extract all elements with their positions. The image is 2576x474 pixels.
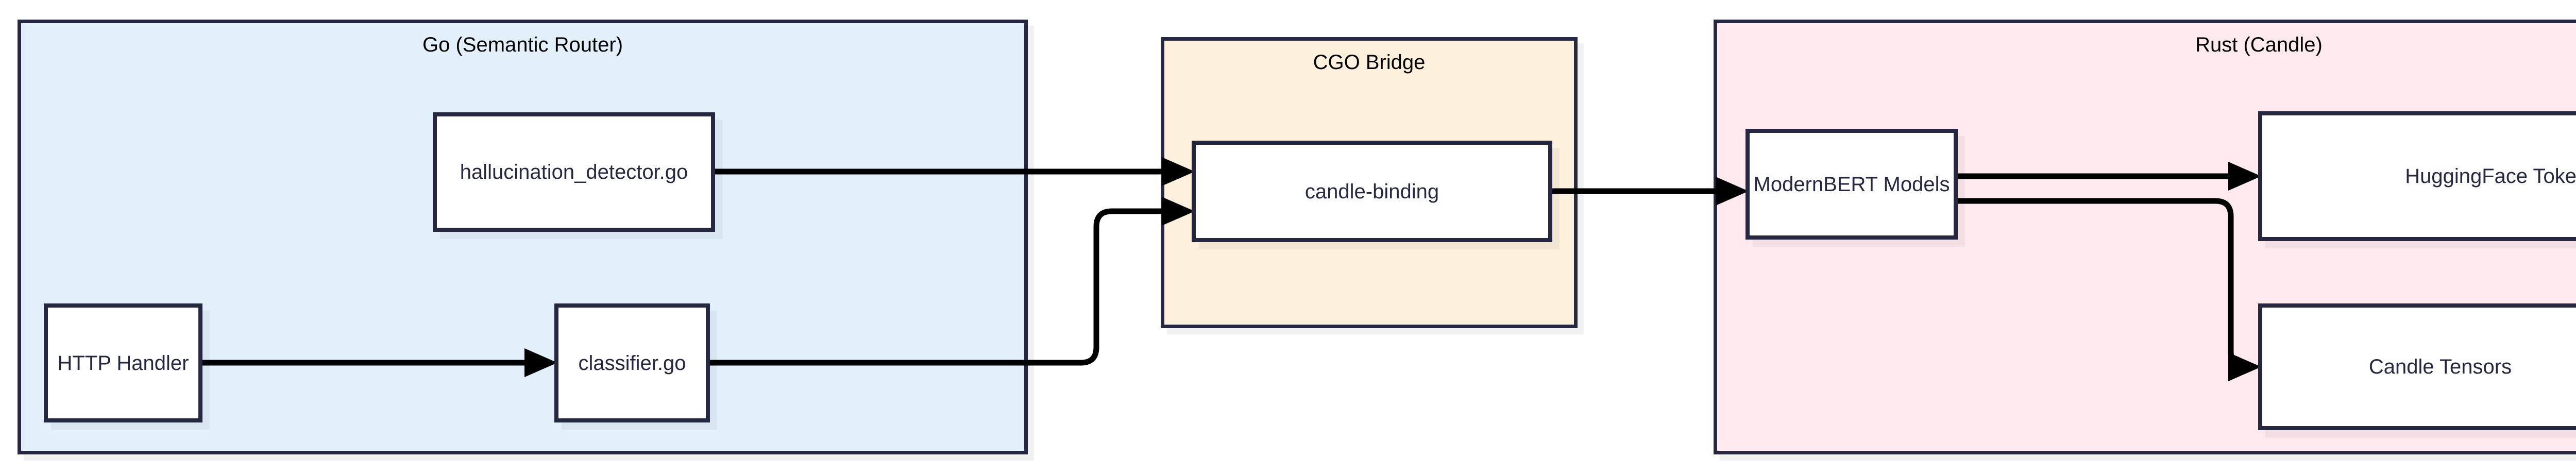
node-candle-tensors[interactable]: Candle Tensors: [2258, 303, 2576, 430]
node-modernbert-models[interactable]: ModernBERT Models: [1745, 129, 1958, 240]
edge-classifier-to-candle-binding: [710, 197, 1195, 366]
node-http-handler[interactable]: HTTP Handler: [44, 303, 202, 422]
edge-hallucination-to-candle-binding: [715, 157, 1195, 186]
node-classifier-go-label: classifier.go: [578, 351, 686, 375]
cluster-rust-title: Rust (Candle): [2195, 33, 2323, 56]
edge-modernbert-to-hf-tokenizers: [1958, 162, 2261, 191]
cluster-go-title: Go (Semantic Router): [422, 33, 623, 56]
node-candle-binding[interactable]: candle-binding: [1192, 141, 1552, 242]
node-modernbert-models-label: ModernBERT Models: [1753, 173, 1950, 196]
node-http-handler-label: HTTP Handler: [57, 351, 189, 375]
node-candle-tensors-label: Candle Tensors: [2368, 356, 2512, 378]
node-candle-binding-label: candle-binding: [1304, 180, 1439, 203]
edge-modernbert-to-candle-tensors: [1958, 198, 2261, 381]
node-hallucination-detector-go-label: hallucination_detector.go: [460, 161, 688, 183]
cluster-cgo-title: CGO Bridge: [1313, 51, 1426, 74]
node-classifier-go[interactable]: classifier.go: [554, 303, 710, 422]
node-huggingface-tokenizers[interactable]: HuggingFace Tokenizers: [2258, 111, 2576, 241]
edge-http-to-classifier: [202, 348, 557, 377]
node-hallucination-detector-go[interactable]: hallucination_detector.go: [433, 112, 715, 232]
edge-candle-binding-to-modernbert: [1552, 177, 1749, 206]
node-huggingface-tokenizers-label: HuggingFace Tokenizers: [2405, 165, 2576, 188]
